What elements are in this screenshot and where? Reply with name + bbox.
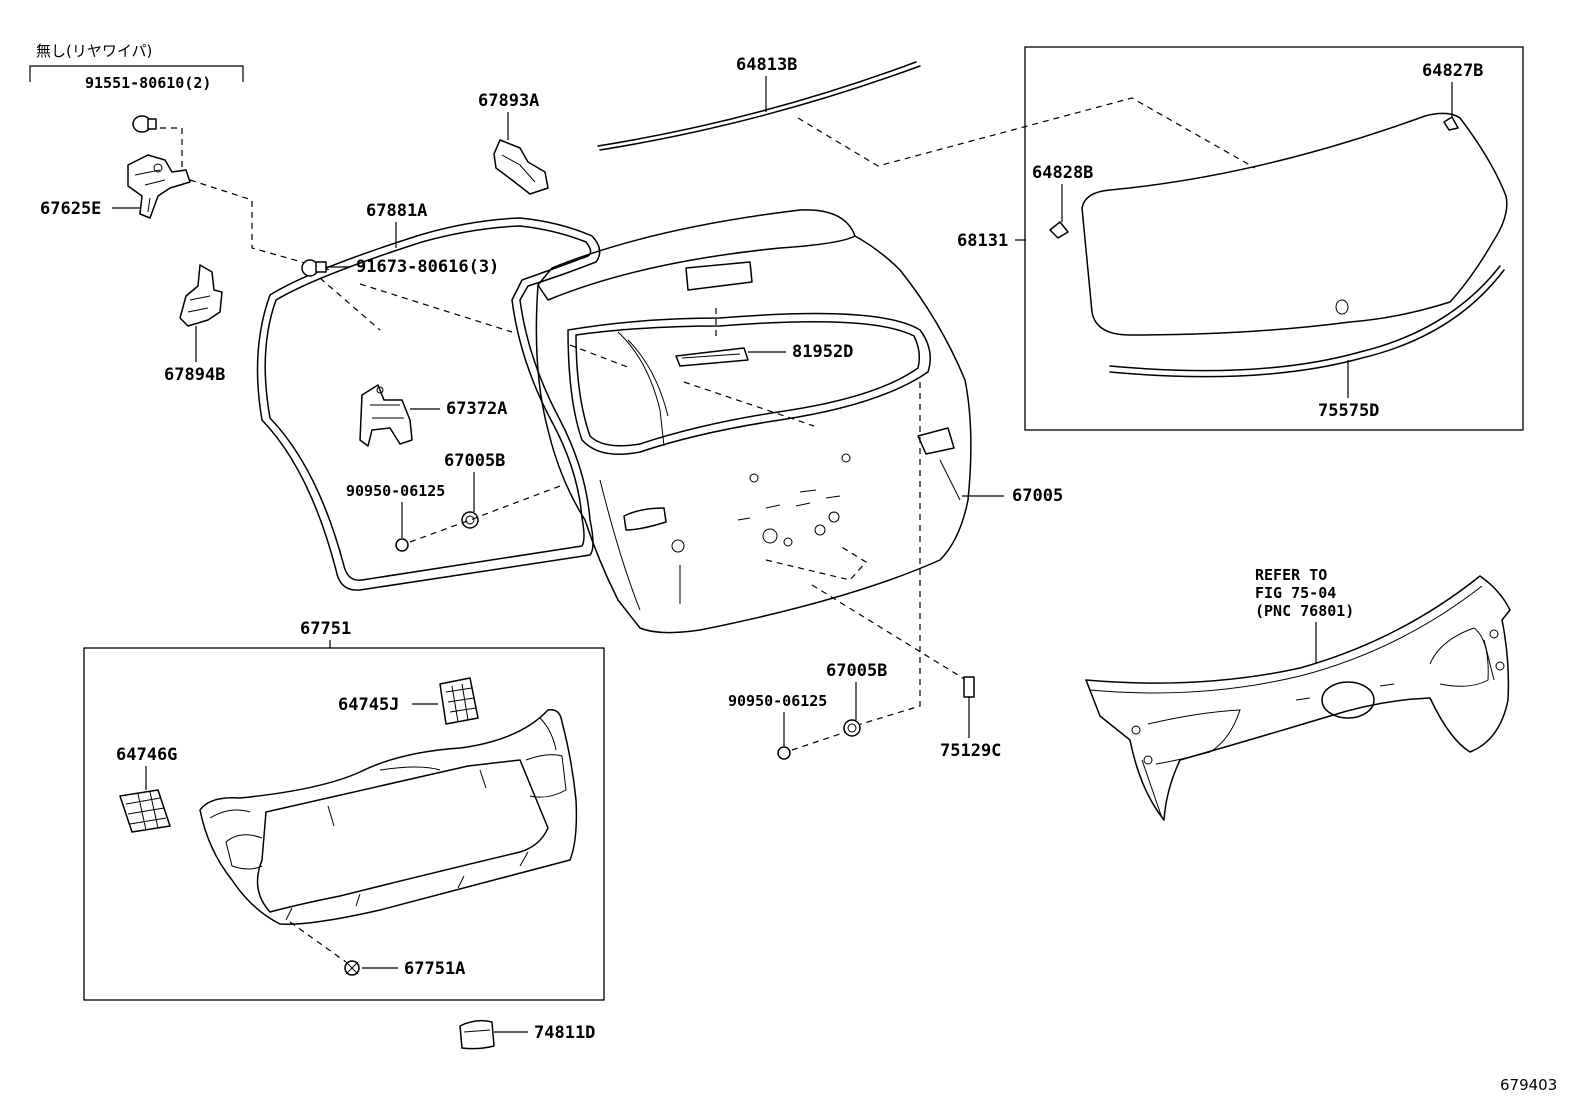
label-74811D: 74811D <box>534 1023 595 1043</box>
refer-line-2: FIG 75-04 <box>1255 584 1336 602</box>
note-bracket <box>29 65 244 82</box>
label-67625E: 67625E <box>40 199 101 219</box>
door-trim-box <box>83 647 605 1001</box>
label-64746G: 64746G <box>116 745 177 765</box>
glass-weatherstrip-75575d-icon <box>1109 265 1505 378</box>
refer-line-1: REFER TO <box>1255 566 1327 584</box>
stopper-67005b-lower-icon <box>843 719 861 737</box>
label-68131: 68131 <box>957 231 1008 251</box>
wiper-motor-bracket-icon <box>127 154 191 219</box>
stopper-67005b-upper-icon <box>461 511 479 529</box>
label-90950-06125-lower: 90950-06125 <box>728 692 827 710</box>
label-91551-80610: 91551-80610(2) <box>85 74 211 92</box>
upper-back-door-trim-icon <box>1085 575 1511 821</box>
label-67005B-upper: 67005B <box>444 451 505 471</box>
grille-64745j-icon <box>439 677 479 725</box>
label-67893A: 67893A <box>478 91 539 111</box>
label-67894B: 67894B <box>164 365 225 385</box>
glass-clip-64828b-icon <box>1049 221 1069 239</box>
bolt-91673-icon <box>301 259 327 277</box>
hole-plug-lower-icon <box>777 746 791 760</box>
hole-plug-upper-icon <box>395 538 409 552</box>
back-glass-box <box>1024 46 1524 431</box>
label-67372A: 67372A <box>446 399 507 419</box>
label-64745J: 64745J <box>338 695 399 715</box>
figure-id: 679403 <box>1500 1076 1557 1094</box>
back-door-glass-icon <box>1081 112 1508 336</box>
label-67751: 67751 <box>300 619 351 639</box>
hinge-bracket-67893a-icon <box>493 139 549 195</box>
label-91673-80616: 91673-80616(3) <box>356 257 499 277</box>
door-trim-board-67751-icon <box>199 709 578 925</box>
refer-line-3: (PNC 76801) <box>1255 602 1354 620</box>
glass-clip-64827b-icon <box>1443 116 1459 131</box>
label-64813B: 64813B <box>736 55 797 75</box>
handle-cover-74811d-icon <box>459 1019 495 1050</box>
roof-molding-strip-icon <box>597 61 921 151</box>
label-75575D: 75575D <box>1318 401 1379 421</box>
back-door-panel-67005-icon <box>535 209 972 634</box>
label-67005: 67005 <box>1012 486 1063 506</box>
label-64828B: 64828B <box>1032 163 1093 183</box>
door-weatherstrip-67881a-icon <box>256 217 601 591</box>
label-64827B: 64827B <box>1422 61 1483 81</box>
label-75129C: 75129C <box>940 741 1001 761</box>
clip-75129c-icon <box>963 676 975 698</box>
label-67881A: 67881A <box>366 201 427 221</box>
garnish-81952d-icon <box>675 347 749 367</box>
hinge-bracket-67894b-icon <box>179 264 223 327</box>
label-90950-06125-upper: 90950-06125 <box>346 482 445 500</box>
clip-67751a-icon <box>344 960 360 976</box>
label-81952D: 81952D <box>792 342 853 362</box>
label-67751A: 67751A <box>404 959 465 979</box>
grille-64746g-icon <box>119 789 171 833</box>
bolt-91551-icon <box>132 115 157 133</box>
label-67005B-lower: 67005B <box>826 661 887 681</box>
back-door-hinge-67372a-icon <box>359 384 413 447</box>
rear-wiper-note: 無し(リヤワイパ) <box>36 42 152 60</box>
